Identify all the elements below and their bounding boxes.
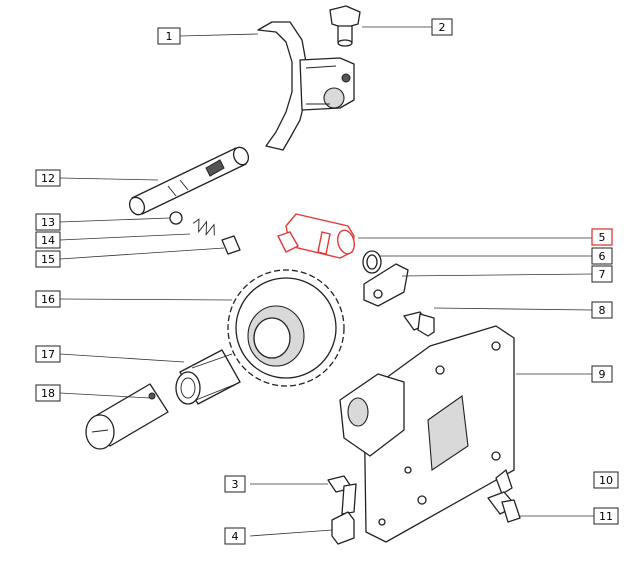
callout-14[interactable]: 14 [35,231,61,249]
part-housing-cover[interactable] [339,325,515,543]
callout-11[interactable]: 11 [593,507,619,525]
part-bolt-lower[interactable] [487,491,521,523]
svg-text:4: 4 [232,530,239,543]
part-gear[interactable] [227,269,345,387]
svg-text:7: 7 [599,268,606,281]
part-stud-bolt[interactable] [331,483,357,545]
svg-text:8: 8 [599,304,606,317]
part-dowel-pin[interactable] [495,469,513,495]
callout-17[interactable]: 17 [35,345,61,363]
callout-1[interactable]: 1 [157,27,181,45]
callout-16[interactable]: 16 [35,290,61,308]
svg-text:9: 9 [599,368,606,381]
part-lock-plate[interactable] [363,263,409,307]
part-shift-rod[interactable] [127,145,251,217]
leader-lines [59,26,594,537]
svg-text:10: 10 [599,474,613,487]
svg-text:16: 16 [41,293,55,306]
callout-labels: 1 2 3 4 5 6 7 8 [35,18,619,545]
svg-text:15: 15 [41,253,55,266]
callout-7[interactable]: 7 [591,265,613,283]
svg-text:6: 6 [599,250,606,263]
part-detent-spring[interactable] [191,218,218,237]
callout-13[interactable]: 13 [35,213,61,231]
callout-10[interactable]: 10 [593,471,619,489]
callout-4[interactable]: 4 [224,527,246,545]
callout-3[interactable]: 3 [224,475,246,493]
part-shaft[interactable] [85,383,169,450]
callout-2[interactable]: 2 [431,18,453,36]
part-detent-ball[interactable] [169,211,183,225]
svg-text:17: 17 [41,348,55,361]
svg-text:14: 14 [41,234,55,247]
svg-text:5: 5 [599,231,606,244]
part-shift-fork[interactable] [257,21,355,151]
callout-5[interactable]: 5 [591,228,613,246]
callout-18[interactable]: 18 [35,384,61,402]
callout-8[interactable]: 8 [591,301,613,319]
callout-6[interactable]: 6 [591,247,613,265]
svg-text:1: 1 [166,30,173,43]
callout-9[interactable]: 9 [591,365,613,383]
svg-text:2: 2 [439,21,446,34]
part-washer[interactable] [362,250,382,274]
part-bolt-top[interactable] [329,5,361,47]
svg-text:11: 11 [599,510,613,523]
svg-text:12: 12 [41,172,55,185]
svg-text:3: 3 [232,478,239,491]
svg-text:13: 13 [41,216,55,229]
callout-12[interactable]: 12 [35,169,61,187]
part-shift-lever[interactable] [277,213,357,259]
svg-text:18: 18 [41,387,55,400]
part-bolt-small[interactable] [403,311,435,337]
callout-15[interactable]: 15 [35,250,61,268]
part-detent-pin[interactable] [221,235,241,255]
part-needle-bearing[interactable] [175,349,241,405]
